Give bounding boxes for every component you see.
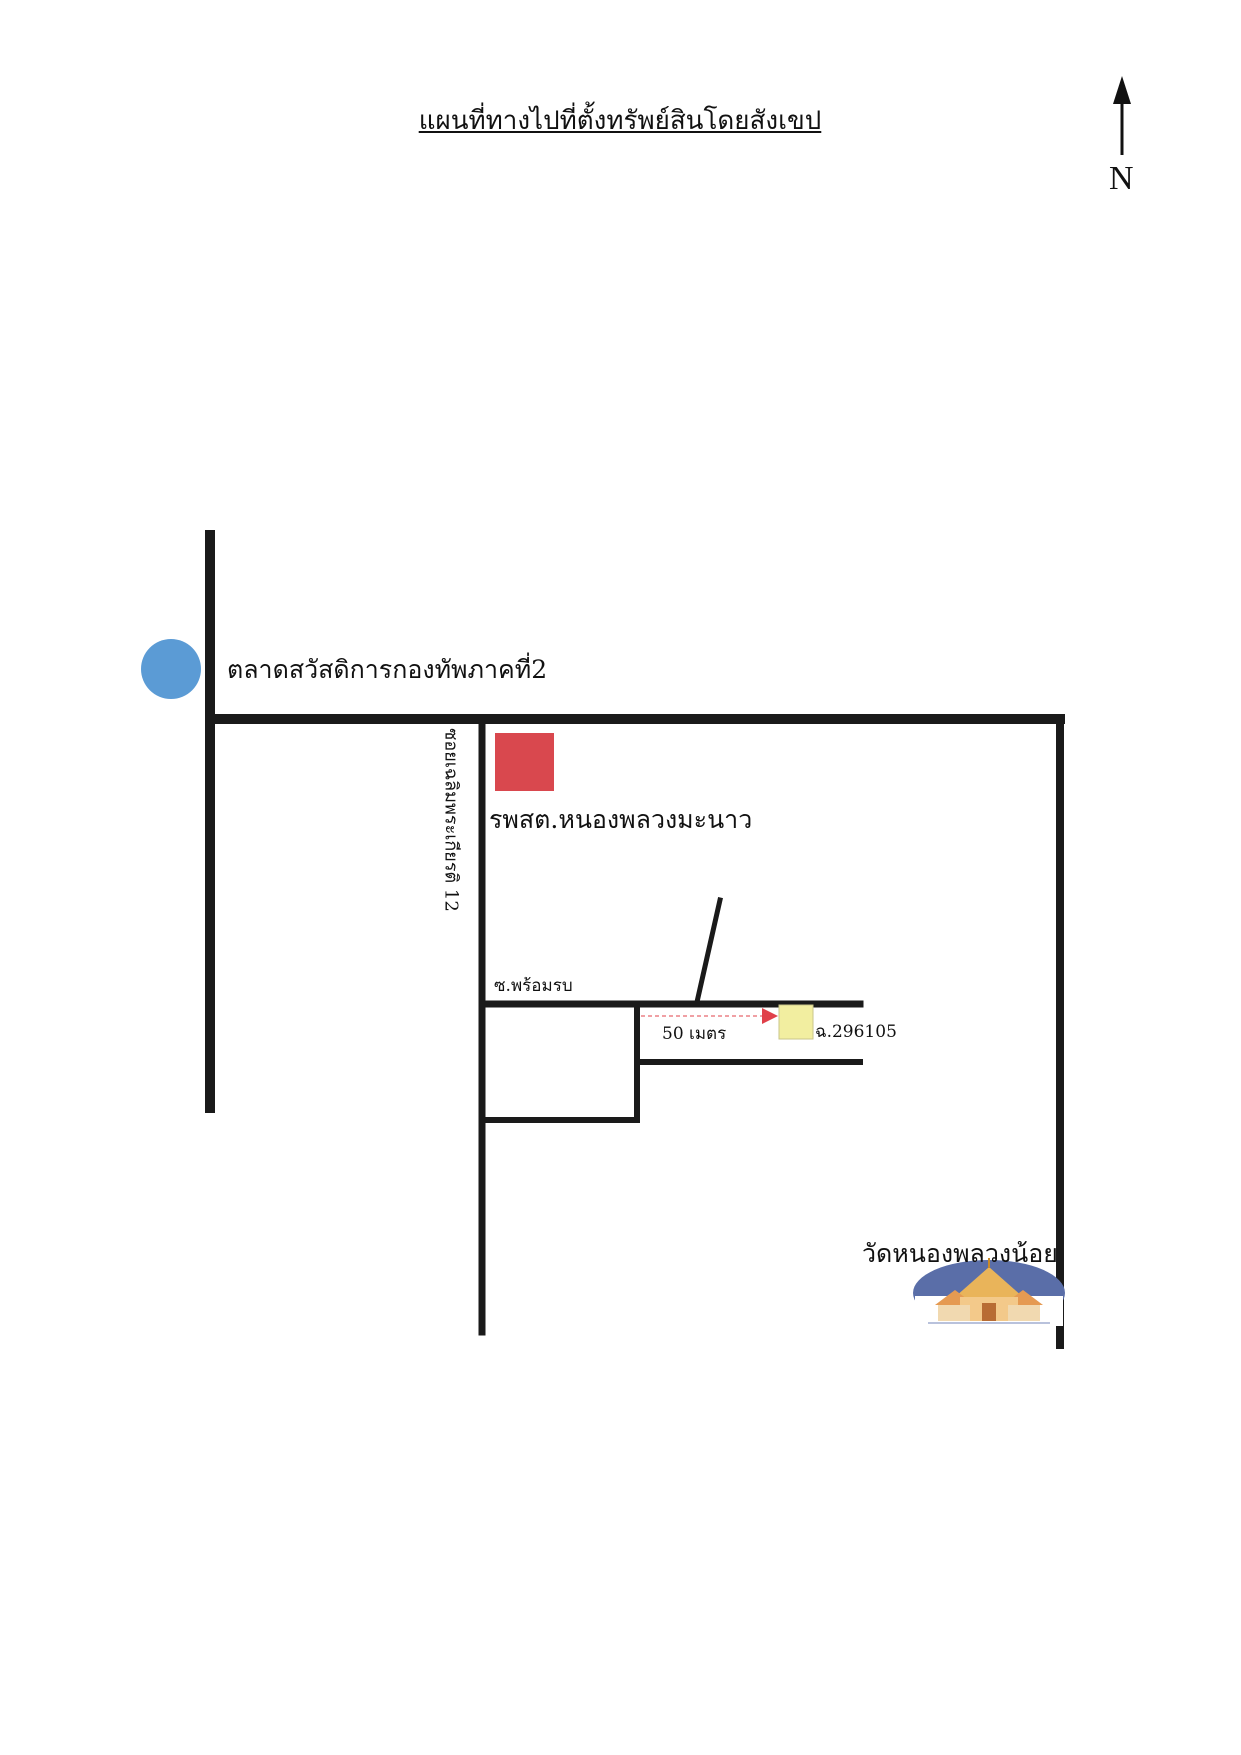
property-marker — [778, 1004, 814, 1040]
hospital-marker — [495, 733, 554, 791]
distance-label: 50 เมตร — [662, 1024, 727, 1044]
roads — [205, 530, 1065, 1349]
property-id-label: ฉ.296105 — [815, 1022, 897, 1042]
distance-arrow-icon — [762, 1008, 778, 1024]
market-label: ตลาดสวัสดิการกองทัพภาคที่2 — [227, 655, 548, 684]
road-branch-diagonal — [694, 897, 723, 1005]
map-title: แผนที่ทางไปที่ตั้งทรัพย์สินโดยสังเขป — [418, 106, 822, 136]
temple-icon — [913, 1258, 1065, 1326]
temple-label: วัดหนองพลวงน้อย — [862, 1239, 1058, 1268]
market-marker — [141, 639, 201, 699]
north-label: N — [1109, 160, 1134, 197]
side-road-label: ซอยเฉลิมพระเกียรติ 12 — [440, 728, 462, 912]
hospital-label: รพสต.หนองพลวงมะนาว — [489, 805, 753, 834]
alley-label: ซ.พร้อมรบ — [494, 976, 573, 996]
north-arrow-icon — [1113, 76, 1131, 155]
